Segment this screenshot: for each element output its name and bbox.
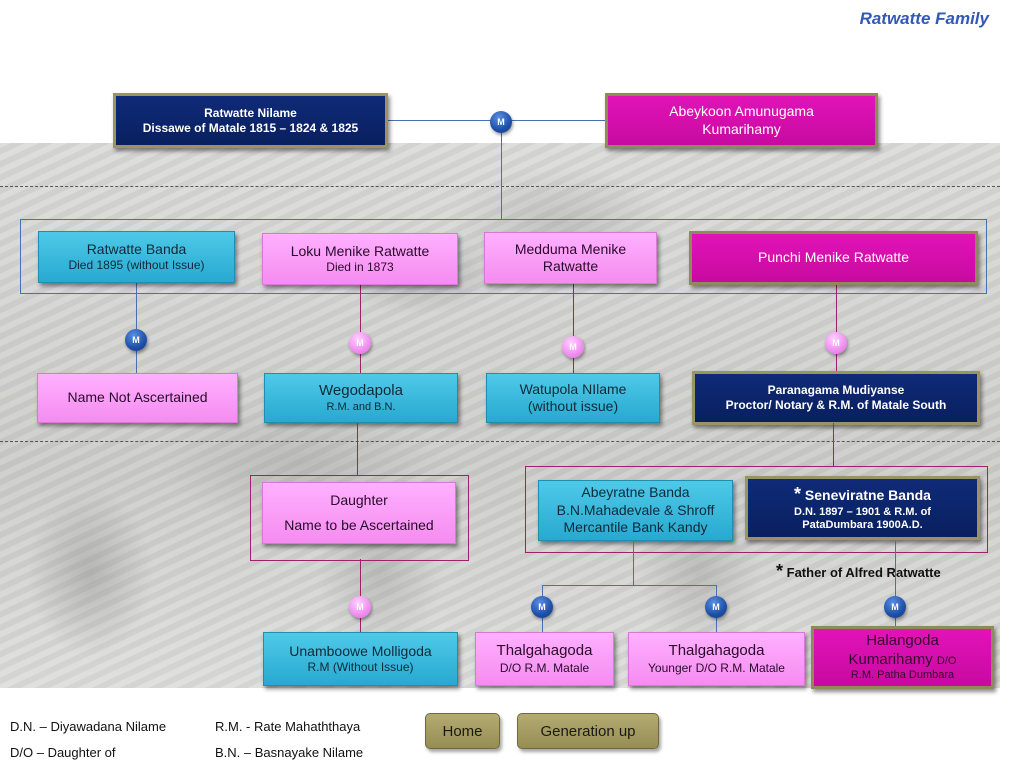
person-detail: Proctor/ Notary & R.M. of Matale South (725, 398, 947, 412)
person-detail: Died in 1873 (326, 260, 394, 275)
person-halangoda-kumarihamy[interactable]: Halangoda Kumarihamy D/O R.M. Patha Dumb… (811, 626, 994, 689)
person-name: Thalgahagoda (668, 642, 765, 660)
person-abeykoon-amunugama[interactable]: Abeykoon Amunugama Kumarihamy (605, 93, 878, 148)
person-detail: R.M. and B.N. (326, 400, 396, 413)
person-detail: Kumarihamy (702, 120, 781, 137)
marriage-icon: M (562, 336, 584, 358)
generation-divider (0, 186, 1000, 187)
person-name: Name Not Ascertained (67, 389, 208, 406)
person-name: Wegodapola (319, 381, 403, 399)
marriage-icon: M (531, 596, 553, 618)
person-medduma-menike[interactable]: Medduma Menike Ratwatte (484, 232, 657, 284)
person-name: Halangoda (866, 631, 939, 649)
descent-line (573, 283, 574, 373)
person-detail: Kumarihamy (848, 650, 933, 668)
person-name: Paranagama Mudiyanse (767, 383, 905, 397)
person-name: Ratwatte Banda (86, 240, 187, 257)
person-ratwatte-nilame[interactable]: Ratwatte Nilame Dissawe of Matale 1815 –… (113, 93, 388, 148)
descent-line (833, 423, 834, 466)
branch-line (542, 585, 717, 586)
person-thalgahagoda[interactable]: Thalgahagoda D/O R.M. Matale (475, 632, 614, 686)
descent-line (501, 120, 502, 219)
home-button[interactable]: Home (425, 713, 500, 749)
person-detail: Mercantile Bank Kandy (563, 519, 708, 536)
marriage-icon: M (884, 596, 906, 618)
legend-item: D/O – Daughter of (10, 745, 116, 760)
marriage-icon: M (825, 332, 847, 354)
person-detail: D.N. 1897 – 1901 & R.M. of (794, 505, 931, 518)
person-detail: Younger D/O R.M. Matale (648, 660, 785, 675)
person-ratwatte-banda[interactable]: Ratwatte Banda Died 1895 (without Issue) (38, 231, 235, 283)
footnote: * Father of Alfred Ratwatte (776, 561, 941, 582)
person-name: Abeykoon Amunugama (669, 103, 814, 119)
person-name: Thalgahagoda (496, 642, 593, 660)
marriage-icon: M (705, 596, 727, 618)
marriage-icon: M (349, 596, 371, 618)
descent-line (357, 423, 358, 476)
person-name: Punchi Menike Ratwatte (758, 249, 909, 266)
person-name: Seneviratne Banda (804, 487, 931, 503)
person-seneviratne-banda[interactable]: * Seneviratne Banda D.N. 1897 – 1901 & R… (745, 476, 980, 540)
generation-divider (0, 441, 1000, 442)
person-abeyratne-banda[interactable]: Abeyratne Banda B.N.Mahadevale & Shroff … (538, 480, 733, 541)
person-detail-small: D/O (936, 654, 957, 667)
person-name: Daughter (330, 491, 388, 508)
person-punchi-menike[interactable]: Punchi Menike Ratwatte (689, 231, 978, 285)
person-name-not-ascertained[interactable]: Name Not Ascertained (37, 373, 238, 423)
person-detail: R.M (Without Issue) (307, 660, 414, 675)
person-detail: Died 1895 (without Issue) (68, 258, 205, 273)
descent-line (633, 541, 634, 585)
person-name: Abeyratne Banda (581, 484, 690, 501)
person-detail: (without issue) (527, 398, 619, 414)
person-detail: Dissawe of Matale 1815 – 1824 & 1825 (142, 120, 359, 135)
person-detail: Name to be Ascertained (284, 517, 434, 533)
descent-line (136, 283, 137, 373)
marriage-icon: M (349, 332, 371, 354)
descent-line (360, 559, 361, 632)
descent-line (836, 283, 837, 373)
person-loku-menike[interactable]: Loku Menike Ratwatte Died in 1873 (262, 233, 458, 285)
legend-item: D.N. – Diyawadana Nilame (10, 719, 167, 734)
person-detail: Ratwatte (542, 258, 599, 274)
page-title: Ratwatte Family (859, 9, 989, 28)
legend-item: R.M. - Rate Mahaththaya (215, 719, 361, 734)
person-wegodapola[interactable]: Wegodapola R.M. and B.N. (264, 373, 458, 423)
person-daughter[interactable]: Daughter Name to be Ascertained (262, 482, 456, 544)
person-paranagama-mudiyanse[interactable]: Paranagama Mudiyanse Proctor/ Notary & R… (692, 371, 980, 425)
star-marker: * (776, 561, 784, 581)
footnote-text: Father of Alfred Ratwatte (786, 565, 941, 580)
descent-line (360, 283, 361, 373)
person-name: Watupola NIlame (519, 380, 627, 397)
children-group-frame (20, 219, 987, 294)
person-detail: B.N.Mahadevale & Shroff (556, 501, 715, 518)
person-unamboowe-molligoda[interactable]: Unamboowe Molligoda R.M (Without Issue) (263, 632, 458, 686)
person-name: Medduma Menike (514, 240, 627, 257)
person-name: Ratwatte Nilame (204, 105, 297, 120)
children-group-frame (250, 475, 469, 561)
descent-line (895, 540, 896, 628)
person-watupola-nilame[interactable]: Watupola NIlame (without issue) (486, 373, 660, 423)
marriage-icon: M (490, 111, 512, 133)
person-thalgahagoda-younger[interactable]: Thalgahagoda Younger D/O R.M. Matale (628, 632, 805, 686)
person-name: Loku Menike Ratwatte (290, 242, 430, 259)
marriage-icon: M (125, 329, 147, 351)
children-group-frame (525, 466, 988, 553)
person-name: Unamboowe Molligoda (289, 642, 432, 659)
star-marker: * (794, 484, 802, 504)
generation-up-button[interactable]: Generation up (517, 713, 659, 749)
person-detail: R.M. Patha Dumbara (850, 669, 955, 682)
person-detail: PataDumbara 1900A.D. (802, 519, 923, 532)
person-detail: D/O R.M. Matale (499, 660, 590, 675)
legend-item: B.N. – Basnayake Nilame (215, 745, 364, 760)
